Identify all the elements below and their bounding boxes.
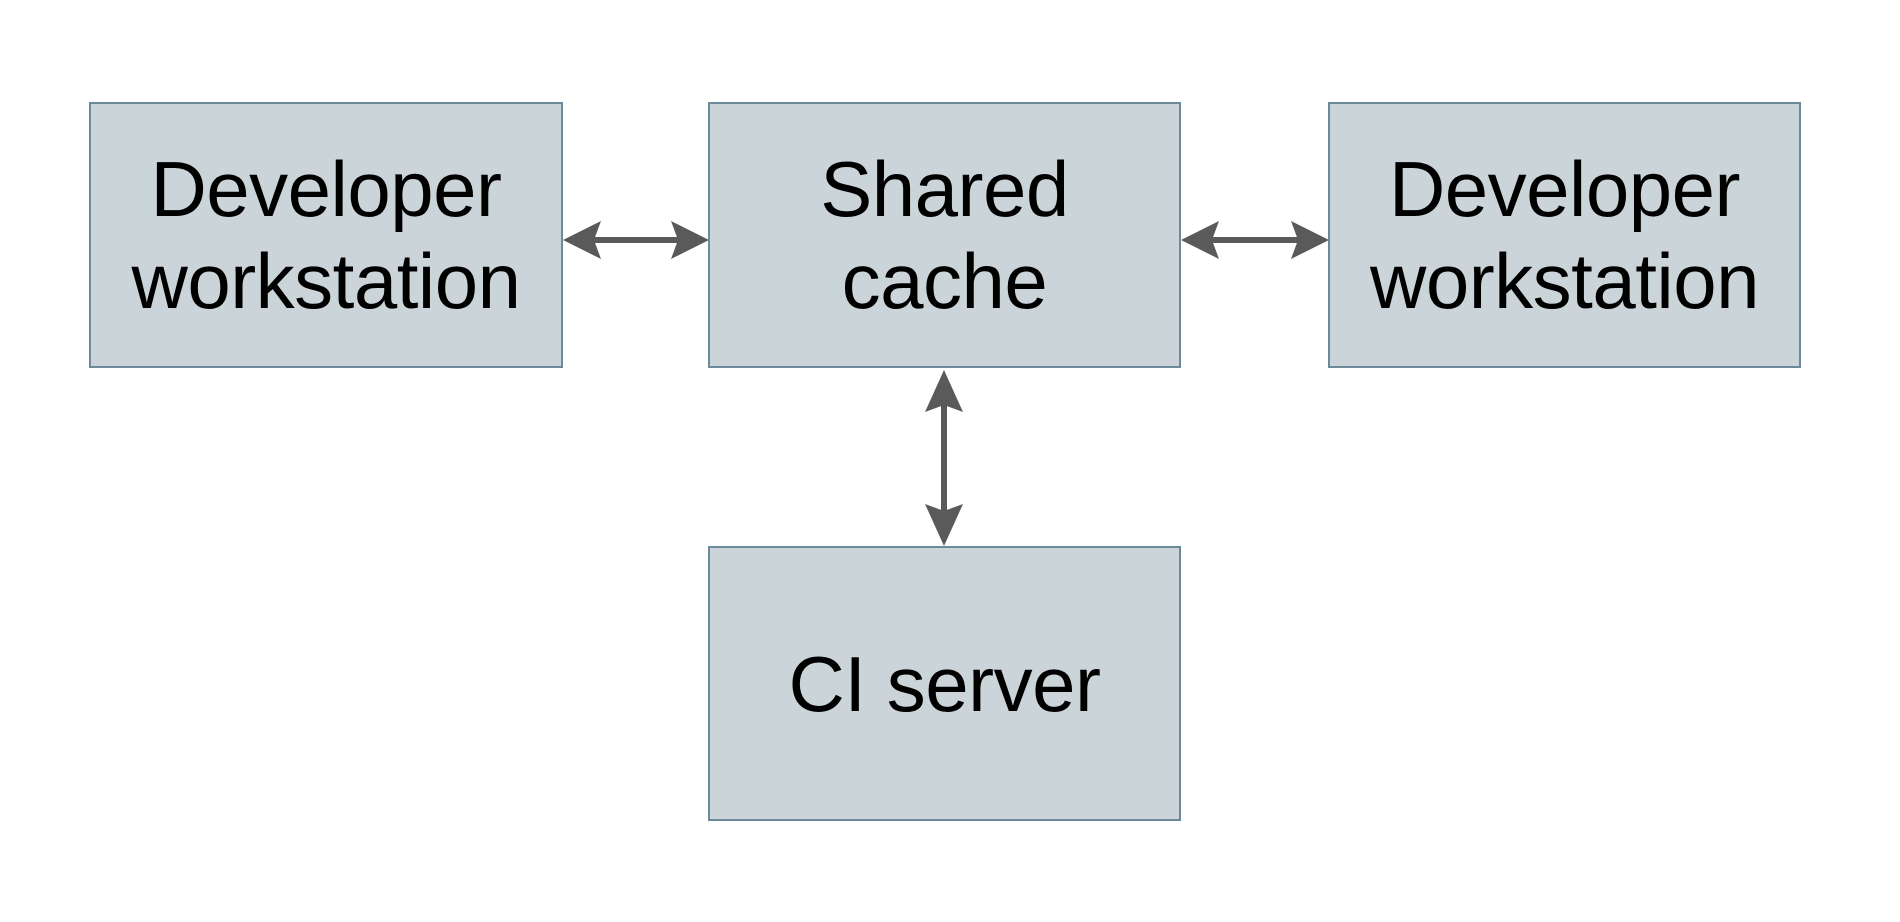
node-shared-cache[interactable]: Shared cache — [708, 102, 1181, 368]
edge-cache-to-ci-server[interactable] — [913, 368, 975, 548]
node-label: Developer workstation — [131, 145, 522, 325]
edge-dev-left-to-cache[interactable] — [561, 209, 711, 271]
node-label: Developer workstation — [1370, 145, 1760, 325]
node-label: CI server — [788, 639, 1101, 728]
node-ci-server[interactable]: CI server — [708, 546, 1181, 821]
double-arrow-icon — [563, 221, 709, 259]
node-developer-workstation-left[interactable]: Developer workstation — [89, 102, 563, 368]
double-arrow-icon — [925, 370, 963, 546]
double-arrow-icon — [1181, 221, 1329, 259]
edge-cache-to-dev-right[interactable] — [1179, 209, 1331, 271]
node-developer-workstation-right[interactable]: Developer workstation — [1328, 102, 1801, 368]
node-label: Shared cache — [820, 145, 1069, 325]
